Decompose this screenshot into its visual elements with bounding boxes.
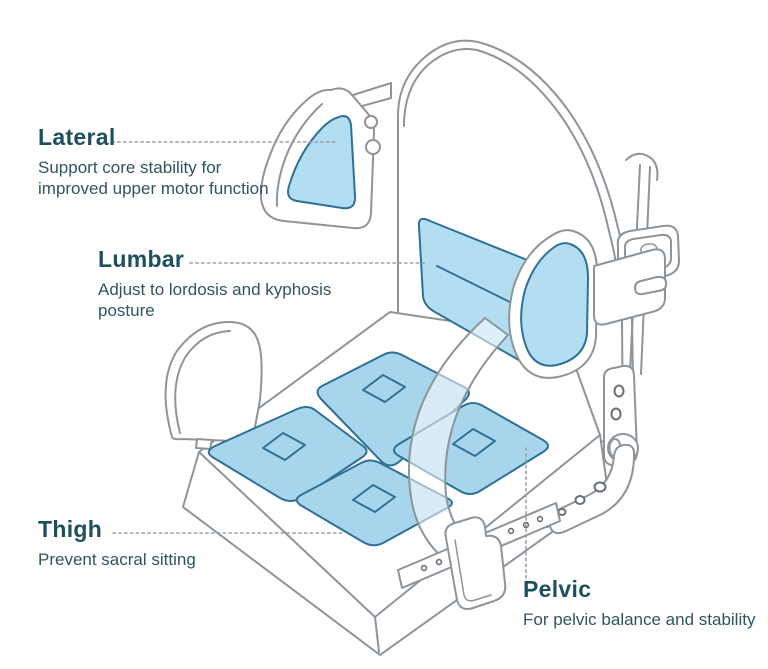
strap-clamp	[444, 516, 507, 610]
lateral-adjust-knob	[364, 115, 378, 129]
fin-highlight	[520, 242, 589, 367]
lumbar-heading: Lumbar	[98, 246, 185, 272]
cup-holder	[593, 224, 680, 326]
thigh-pad-left	[207, 406, 368, 502]
bolt-hole	[574, 495, 586, 505]
lumbar-desc-line: Adjust to lordosis and kyphosis	[98, 280, 332, 299]
label-thigh: Thigh Prevent sacral sitting	[38, 516, 196, 570]
strap-hole	[420, 564, 428, 572]
lateral-support	[259, 82, 392, 230]
lateral-pad-highlight	[287, 115, 357, 210]
lumbar-description: Adjust to lordosis and kyphosis posture	[98, 279, 331, 321]
left-hip-support	[164, 320, 263, 452]
pad-marker	[362, 374, 406, 403]
strap-hole	[435, 558, 443, 566]
lumbar-crease	[436, 265, 521, 308]
label-lateral: Lateral Support core stability for impro…	[38, 124, 269, 199]
pad-marker	[262, 432, 306, 461]
label-pelvic: Pelvic For pelvic balance and stability	[523, 576, 755, 630]
thigh-pad-back	[316, 351, 470, 467]
lateral-heading: Lateral	[38, 124, 116, 150]
cup-holder-tab	[634, 275, 668, 296]
thigh-desc-line: Prevent sacral sitting	[38, 550, 196, 569]
recline-hinge	[545, 364, 639, 535]
pelvic-description: For pelvic balance and stability	[523, 609, 755, 630]
seat-front-corner-edge	[374, 616, 380, 653]
hip-support-edge	[174, 330, 231, 434]
lumbar-desc-line: posture	[98, 301, 155, 320]
pelvic-desc-line: For pelvic balance and stability	[523, 610, 756, 629]
pad-marker	[452, 428, 496, 457]
lateral-adjust-knob	[365, 139, 381, 155]
thigh-heading: Thigh	[38, 516, 103, 542]
pad-marker	[352, 484, 396, 513]
bolt-hole	[610, 407, 622, 421]
backrest-inner-edge	[403, 48, 624, 441]
right-lateral-fin	[508, 229, 598, 379]
label-lumbar: Lumbar Adjust to lordosis and kyphosis p…	[98, 246, 331, 321]
rail-hook	[625, 152, 659, 181]
strap-hole	[536, 515, 544, 523]
strap-hole	[507, 527, 515, 535]
lateral-desc-line: Support core stability for	[38, 158, 222, 177]
bolt-hole	[613, 384, 625, 398]
hip-support-tab	[195, 438, 213, 450]
pelvic-heading: Pelvic	[523, 576, 592, 602]
cup-holder-clamp	[593, 248, 666, 326]
bolt-hole	[557, 508, 567, 516]
hip-support-shell	[164, 320, 263, 443]
bolt-hole	[593, 481, 607, 493]
belt-strap-assembly	[397, 502, 561, 610]
lateral-description: Support core stability for improved uppe…	[38, 157, 269, 199]
thigh-description: Prevent sacral sitting	[38, 549, 196, 570]
lateral-pad-edge	[275, 103, 323, 207]
strap-clamp-edge	[454, 539, 492, 602]
lateral-desc-line: improved upper motor function	[38, 179, 269, 198]
leader-lines	[111, 141, 527, 579]
